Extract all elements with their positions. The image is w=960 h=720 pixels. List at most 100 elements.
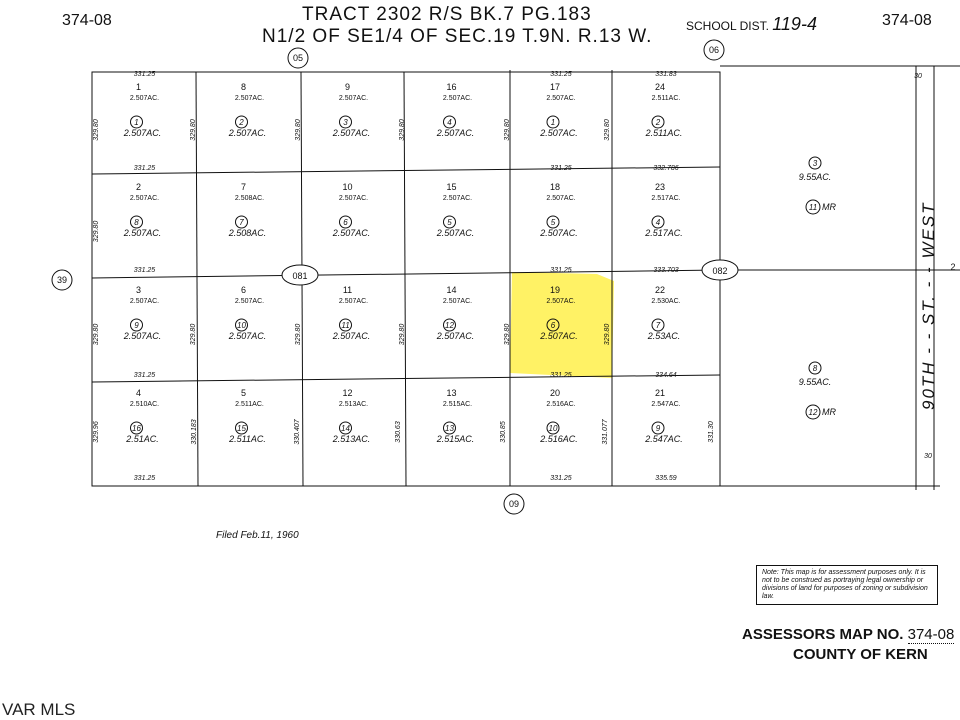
parcel-number: 3: [813, 159, 818, 168]
parcel-circle: [235, 215, 248, 229]
parcel-circle: [808, 156, 822, 170]
dimension-label: 331.25: [134, 475, 156, 482]
lot-acreage: 2.507AC.: [546, 95, 575, 102]
lot-number: 3: [136, 285, 141, 295]
lot-cell: 142.507AC.122.507AC.: [436, 285, 475, 341]
dimension-label: 329.80: [93, 221, 100, 243]
dimension-label: 330.85: [500, 421, 507, 443]
section-description: N1/2 OF SE1/4 OF SEC.19 T.9N. R.13 W.: [262, 26, 653, 47]
ref-label: 05: [293, 53, 303, 63]
parcel-circle: [651, 318, 665, 332]
parcel-acreage: 2.53AC.: [647, 331, 681, 341]
lot-cell: 242.511AC.22.511AC.: [645, 82, 683, 138]
dimension-label: 331.83: [655, 71, 677, 78]
lot-number: 12: [342, 388, 352, 398]
lot-number: 20: [550, 388, 560, 398]
lot-number: 11: [343, 285, 352, 295]
parcel-number: 8: [134, 218, 139, 227]
parcel-number: 6: [551, 321, 556, 330]
parcel-acreage: 2.507AC.: [123, 228, 162, 238]
lot-number: 13: [446, 388, 456, 398]
filed-date: Filed Feb.11, 1960: [216, 530, 299, 541]
parcel-acreage: 2.511AC.: [228, 434, 266, 444]
dimension-label: 329.80: [604, 324, 611, 346]
lot-acreage: 2.516AC.: [546, 401, 575, 408]
parcel-circle: [130, 421, 143, 435]
lot-acreage: 2.515AC.: [443, 401, 472, 408]
parcel-acreage: 2.507AC.: [539, 128, 578, 138]
parcel-acreage: 2.51AC.: [125, 434, 159, 444]
ref-oval: [281, 264, 319, 286]
dimension-label: 329.80: [295, 324, 302, 346]
dimension-label: 335.59: [655, 475, 677, 482]
parcel-acreage: 2.507AC.: [228, 128, 267, 138]
lot-cell: 82.507AC.22.507AC.: [228, 82, 267, 138]
highlighted-lot: [510, 272, 614, 378]
lot-cell: 122.513AC.142.513AC.: [332, 388, 371, 444]
street-label-90th-st-west: 90TH - - ST. - - WEST: [906, 90, 946, 490]
parcel-number: 4: [656, 218, 661, 227]
lot-number: 4: [136, 388, 141, 398]
parcel-number: 6: [343, 218, 348, 227]
parcel-circle: [546, 115, 560, 129]
dimension-label: 329.80: [295, 119, 302, 141]
dimension-label: 331.25: [134, 71, 156, 78]
lot-acreage: 2.507AC.: [130, 298, 159, 305]
lot-number: 23: [655, 182, 665, 192]
lot-cell: 162.507AC.42.507AC.: [436, 82, 475, 138]
county-name: COUNTY OF KERN: [793, 646, 928, 663]
parcel-acreage: 2.515AC.: [436, 434, 475, 444]
lot-cell: 102.507AC.62.507AC.: [332, 182, 371, 238]
ref-circle: [51, 269, 73, 291]
assessors-map-number: ASSESSORS MAP NO. 374-08: [742, 626, 955, 644]
parcel-number: 10: [549, 424, 558, 433]
dimension-label: 331.25: [134, 165, 156, 172]
lot-cell: 182.507AC.52.507AC.: [539, 182, 578, 238]
parcel-circle: [546, 421, 560, 435]
parcel-circle: [808, 361, 822, 375]
parcel-circle: [130, 115, 143, 129]
parcel-number: 12: [445, 321, 454, 330]
lot-number: 6: [241, 285, 246, 295]
assessors-map-label: ASSESSORS MAP NO.: [742, 626, 904, 643]
lot-cell: 32.507AC.92.507AC.: [123, 285, 162, 341]
lot-acreage: 2.513AC.: [339, 401, 368, 408]
parcel-acreage: 2.508AC.: [228, 228, 267, 238]
parcel-number: 2: [238, 118, 244, 127]
map-ref-label: MR: [822, 407, 836, 417]
dimension-label: 330.407: [294, 418, 301, 444]
corner-map-number-left: 374-08: [62, 12, 112, 29]
dimension-label: 329.96: [93, 421, 100, 443]
parcel-acreage: 2.507AC.: [539, 228, 578, 238]
parcel-circle: [235, 115, 248, 129]
parcel-number: 7: [656, 321, 661, 330]
lot-number: 18: [550, 182, 560, 192]
map-ref-label: MR: [822, 202, 836, 212]
lot-acreage: 2.507AC.: [546, 195, 575, 202]
lot-number: 14: [446, 285, 456, 295]
parcel-number: 2: [655, 118, 661, 127]
lot-acreage: 2.507AC.: [339, 298, 368, 305]
parcel-number: 1: [551, 118, 555, 127]
dimension-label: 331.25: [550, 475, 572, 482]
school-district-label: SCHOOL DIST.: [686, 19, 769, 33]
adjacent-map-06: 06: [703, 39, 725, 61]
disclaimer-note: Note: This map is for assessment purpose…: [756, 565, 938, 605]
lot-number: 17: [550, 82, 560, 92]
lot-number: 2: [136, 182, 141, 192]
lot-number: 21: [655, 388, 665, 398]
parcel-acreage: 2.507AC.: [436, 228, 475, 238]
lot-acreage: 2.507AC.: [235, 95, 264, 102]
parcel-circle: [235, 421, 248, 435]
parcel-acreage: 2.516AC.: [539, 434, 578, 444]
tract-title: TRACT 2302 R/S BK.7 PG.183: [302, 4, 592, 25]
parcel-circle: [443, 318, 456, 332]
parcel-number: 4: [447, 118, 452, 127]
lot-acreage: 2.507AC.: [546, 298, 575, 305]
dimension-label: 329.80: [93, 119, 100, 141]
parcel-circle: [339, 215, 352, 229]
lot-acreage: 2.510AC.: [130, 401, 159, 408]
adjacent-ref-2: 2: [950, 262, 955, 272]
